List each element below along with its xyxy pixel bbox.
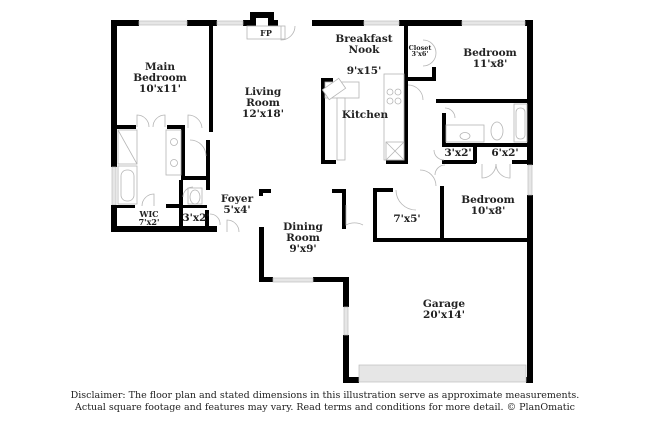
breakfast-nook-label: Breakfast Nook	[335, 33, 393, 56]
disclaimer: Disclaimer: The floor plan and stated di…	[0, 390, 650, 414]
half-bath-closet-label: 3'x2'	[182, 212, 210, 224]
door-swings	[136, 25, 511, 233]
hall-closet-label: 3'x2'	[444, 147, 472, 159]
linen-closet-label: 6'x2'	[491, 147, 519, 159]
main-bedroom-label: Main Bedroom 10'x11'	[133, 61, 187, 95]
fireplace-label: FP	[260, 28, 272, 38]
disclaimer-line-1: Disclaimer: The floor plan and stated di…	[70, 390, 580, 401]
bedroom-2-label: Bedroom 10'x8'	[461, 194, 515, 217]
wic-label: WIC 7'x2'	[138, 209, 160, 227]
closet-label: Closet 3'x6'	[408, 44, 432, 58]
foyer-label: Foyer 5'x4'	[220, 193, 254, 216]
exterior-walls	[111, 12, 533, 383]
disclaimer-line-2: Actual square footage and features may v…	[75, 402, 575, 413]
garage-label: Garage 20'x14'	[422, 298, 466, 321]
living-room-label: Living Room 12'x18'	[242, 86, 284, 120]
interior-walls	[111, 20, 533, 242]
dining-room-label: Dining Room 9'x9'	[283, 221, 323, 255]
breakfast-nook-dims: 9'x15'	[346, 65, 382, 77]
windows	[111, 20, 533, 383]
fixtures	[117, 25, 528, 205]
storage-label: 7'x5'	[393, 213, 421, 225]
bedroom-1-label: Bedroom 11'x8'	[463, 47, 517, 70]
kitchen-label: Kitchen	[341, 109, 389, 121]
